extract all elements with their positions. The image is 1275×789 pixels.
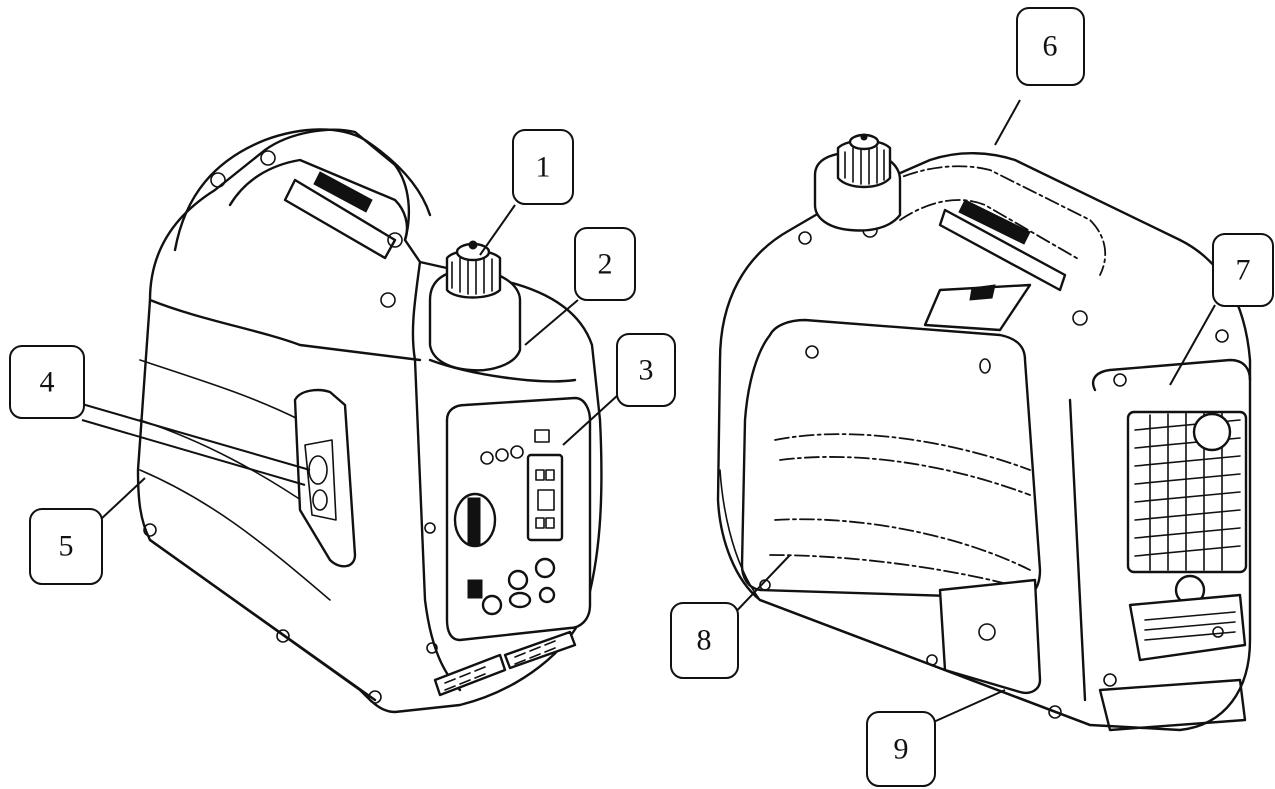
- callout-2: 2: [574, 227, 636, 301]
- callout-5-label: 5: [59, 530, 74, 563]
- callout-8-label: 8: [697, 624, 712, 657]
- callout-8: 8: [670, 602, 739, 679]
- callout-1-label: 1: [536, 151, 551, 184]
- callout-6-label: 6: [1043, 30, 1058, 63]
- callout-2-label: 2: [598, 248, 613, 281]
- vent-grille: [1126, 410, 1248, 574]
- callout-7-label: 7: [1236, 254, 1251, 287]
- callout-3: 3: [616, 333, 676, 407]
- callout-9-label: 9: [894, 733, 909, 766]
- leader-lines: [81, 99, 1216, 738]
- generator-rear-view: [716, 133, 1252, 732]
- callout-4-label: 4: [40, 366, 55, 399]
- callout-1: 1: [512, 129, 574, 205]
- callout-9: 9: [866, 711, 936, 787]
- callout-7: 7: [1212, 233, 1274, 307]
- callout-3-label: 3: [639, 354, 654, 387]
- callout-5: 5: [29, 508, 103, 585]
- callout-4: 4: [9, 345, 85, 419]
- callout-6: 6: [1016, 7, 1085, 86]
- generator-front-view: [136, 128, 603, 714]
